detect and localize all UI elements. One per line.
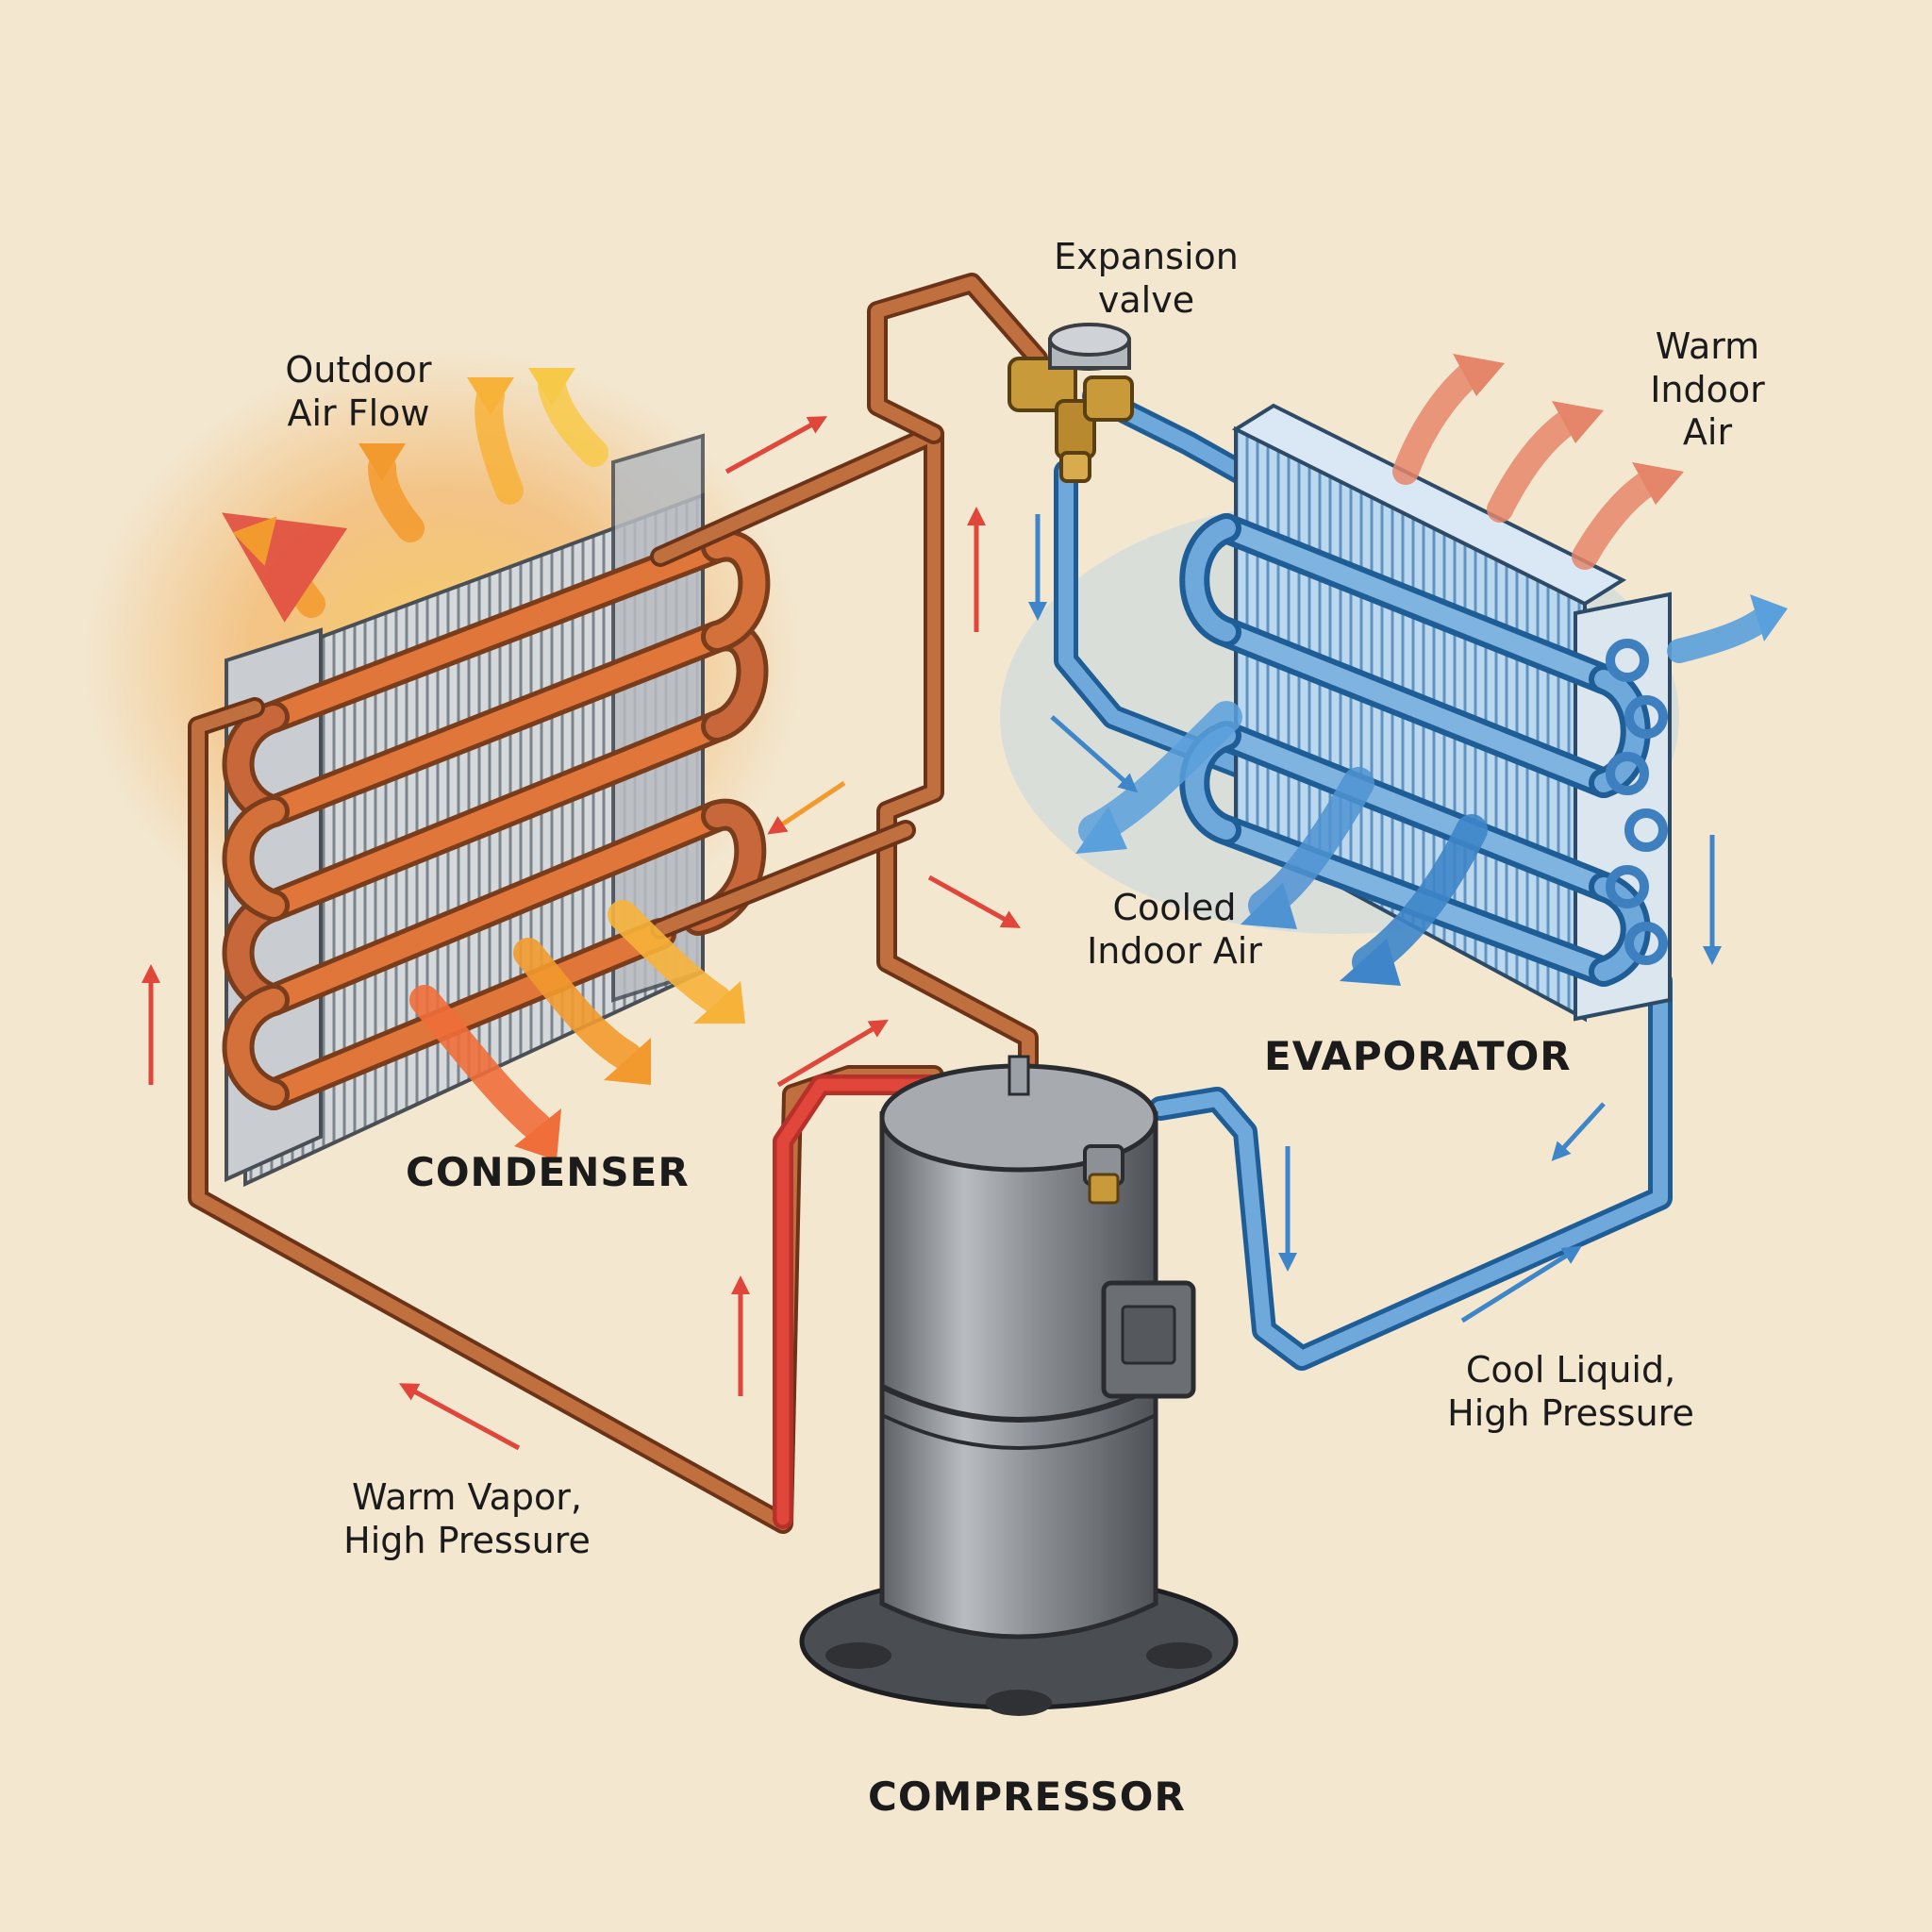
- label-evaporator: EVAPORATOR: [1264, 1033, 1572, 1079]
- compressor: [799, 1055, 1239, 1716]
- condenser: [222, 433, 771, 1188]
- evaporator-top-plate: [1231, 403, 1627, 607]
- label-outdoor-air-flow: Outdoor Air Flow: [285, 349, 432, 434]
- condenser-coil: [222, 529, 771, 1110]
- evaporator-side-loops: [1606, 639, 1668, 965]
- expansion-valve: [1008, 323, 1134, 483]
- label-warm-vapor-high-pressure: Warm Vapor, High Pressure: [343, 1476, 591, 1561]
- flow-direction-arrows: [142, 416, 1722, 1451]
- label-cool-liquid-high-pressure: Cool Liquid, High Pressure: [1447, 1349, 1694, 1434]
- label-compressor: COMPRESSOR: [868, 1774, 1186, 1820]
- evaporator: [1179, 403, 1672, 1023]
- label-expansion-valve: Expansion valve: [1054, 236, 1239, 321]
- label-warm-indoor-air: Warm Indoor Air: [1650, 325, 1765, 454]
- indoor-airflow-arrows: [1075, 354, 1788, 986]
- outdoor-airflow-arrows: [222, 368, 745, 1160]
- label-condenser: CONDENSER: [406, 1149, 690, 1195]
- label-cooled-indoor-air: Cooled Indoor Air: [1087, 887, 1262, 972]
